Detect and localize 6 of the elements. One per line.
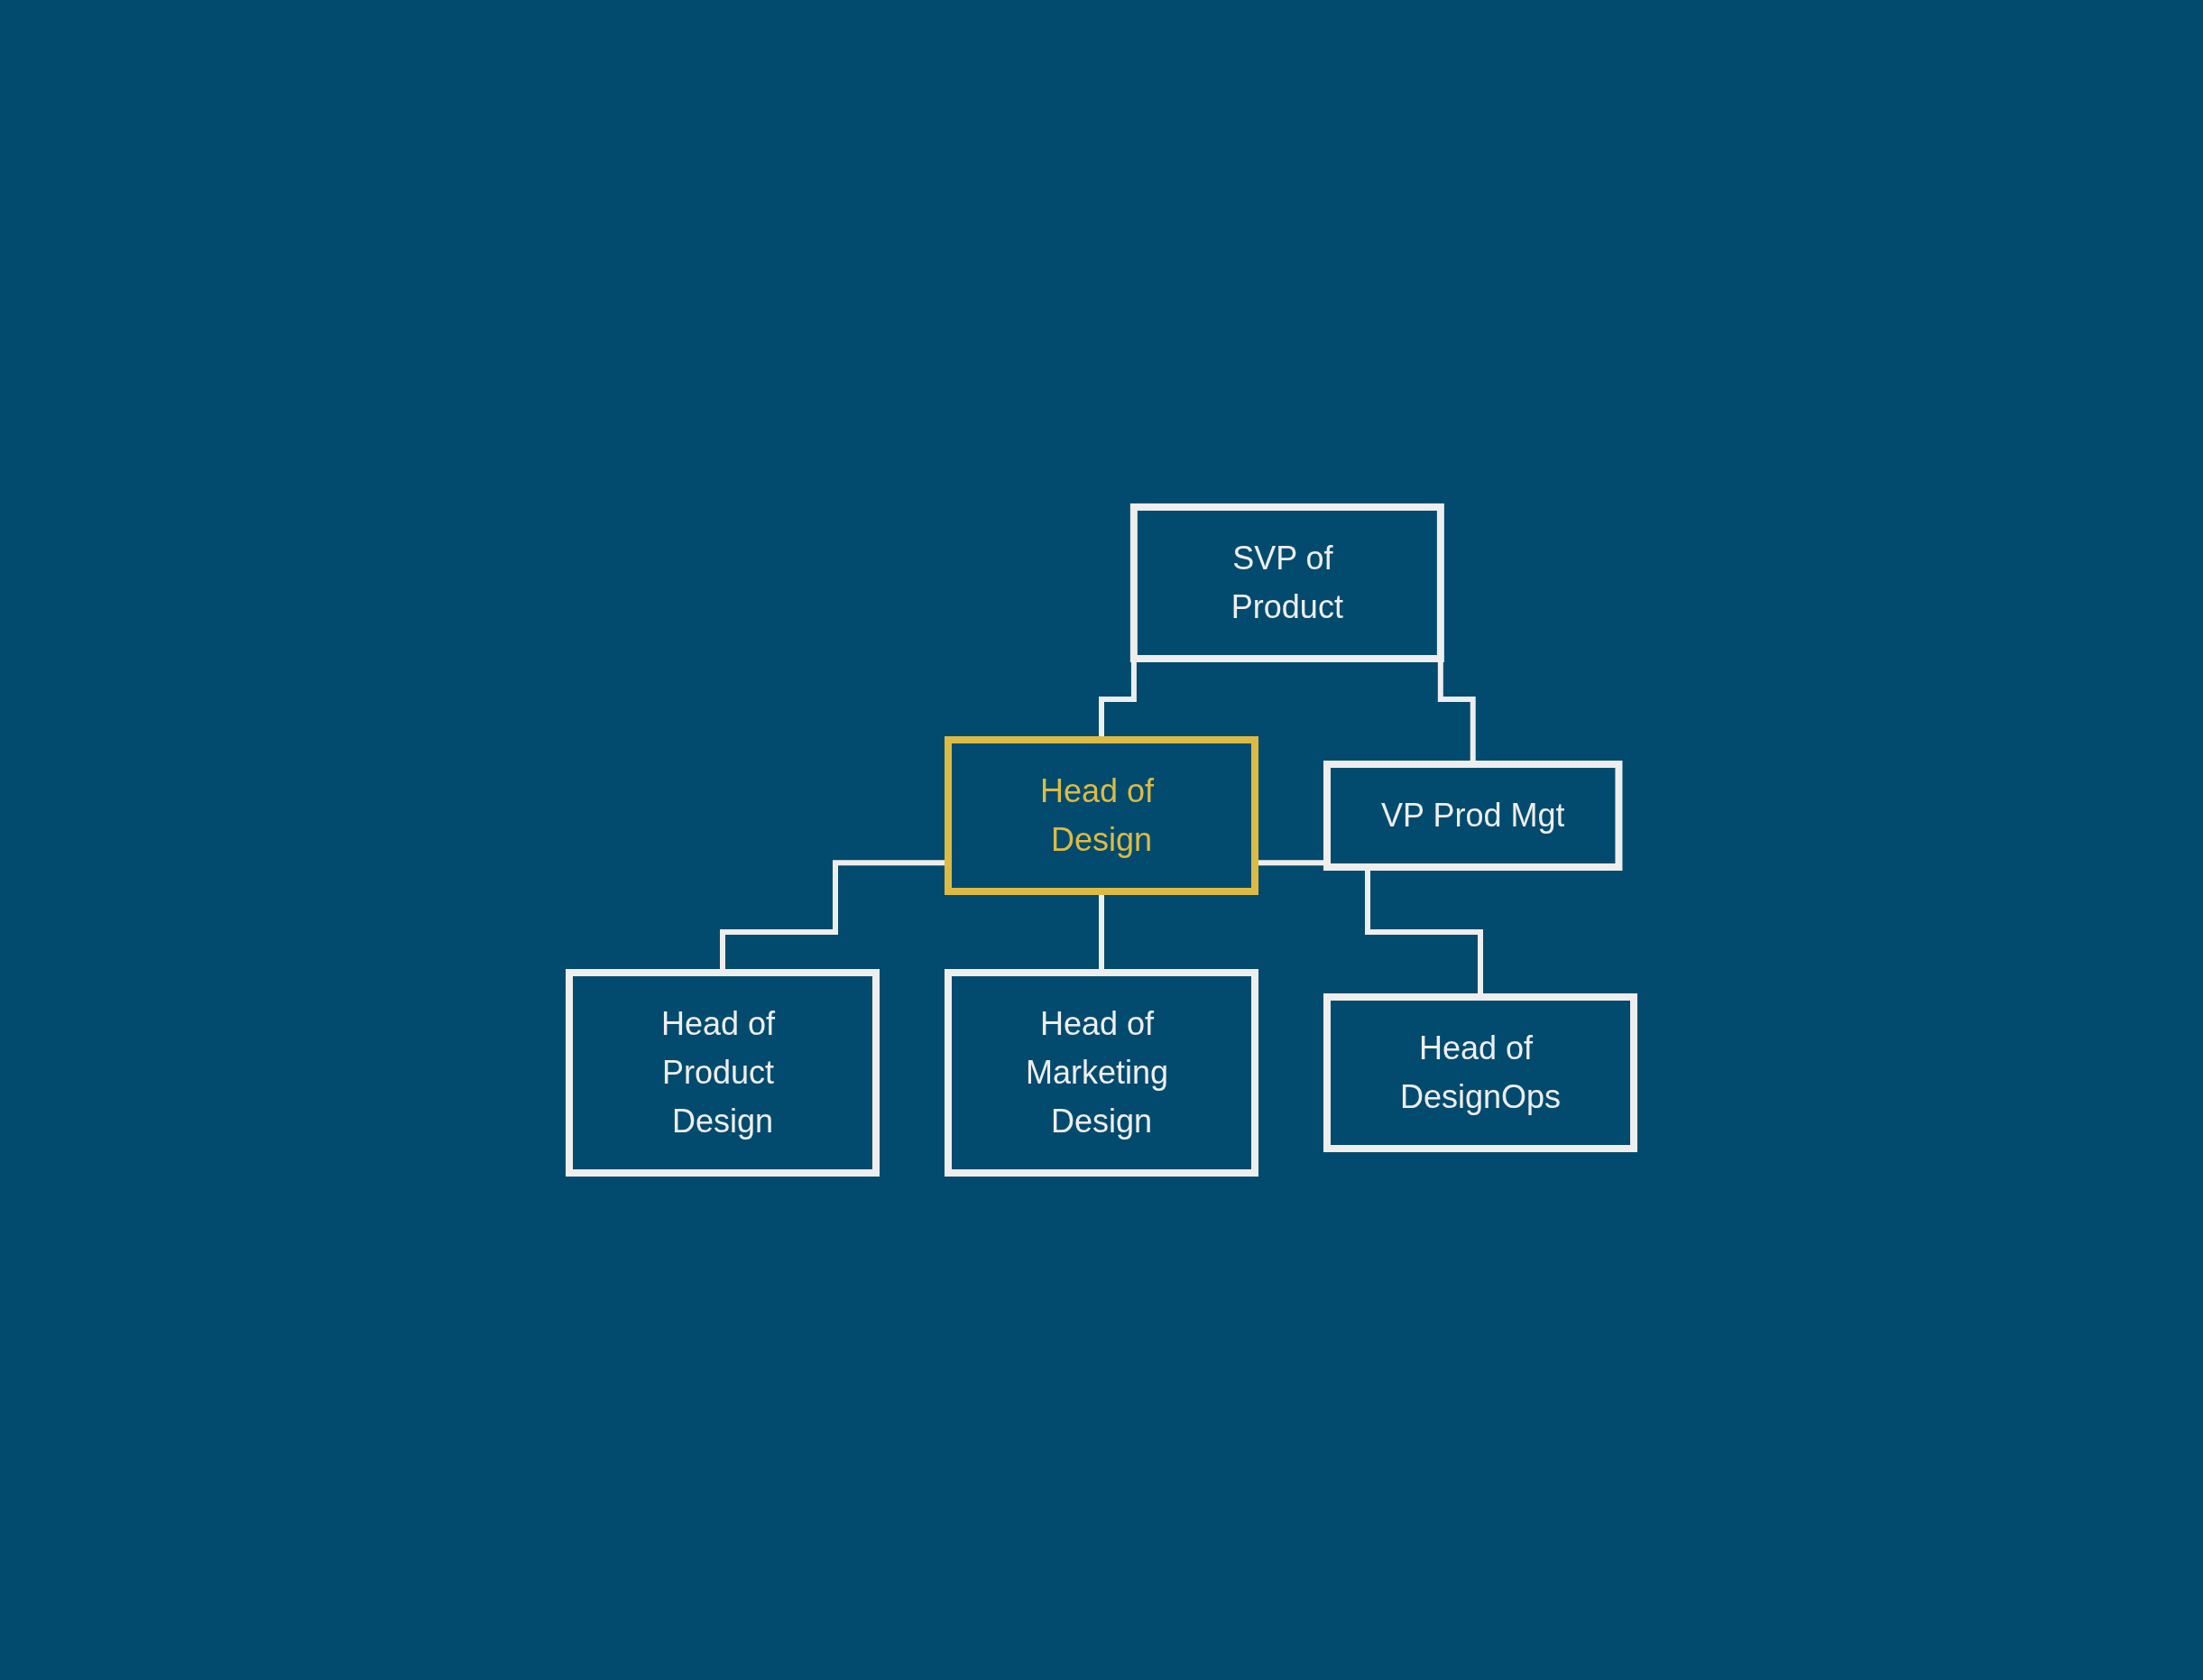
node-box: Head of Design [945,736,1258,895]
node-box: Head of Product Design [566,969,880,1177]
node-box: Head of Marketing Design [945,969,1258,1177]
node-box: Head of DesignOps [1323,993,1637,1152]
node-box: SVP of Product [1129,503,1444,662]
node-box: VP Prod Mgt [1323,761,1623,871]
